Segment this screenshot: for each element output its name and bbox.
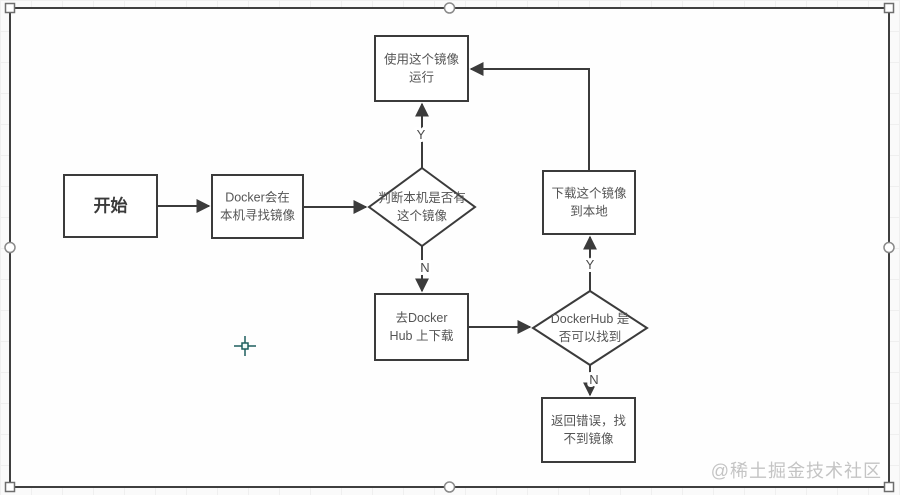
selection-midpoint-handle[interactable] [883, 241, 895, 254]
node-label-run-image: 使用这个镜像 [384, 51, 460, 66]
edge-download-to-run[interactable] [469, 62, 590, 171]
node-label-local-search: 本机寻找镜像 [220, 208, 296, 223]
node-shape-run-image[interactable] [374, 35, 469, 102]
node-start[interactable]: 开始 [63, 174, 158, 238]
node-label-download-image: 到本地 [570, 205, 608, 219]
node-shape-hub-found-decision[interactable] [531, 289, 649, 367]
selection-midpoint-handle[interactable] [4, 241, 16, 254]
edge-label-decision2-no-to-error: N [589, 372, 598, 387]
node-label-has-image-decision: 判断本机是否有 [378, 190, 466, 205]
selection-midpoint-handle[interactable] [443, 2, 456, 14]
edge-label-decision-yes-to-run: Y [417, 127, 426, 142]
node-shape-local-search[interactable] [211, 174, 304, 239]
selection-midpoint-handle[interactable] [443, 481, 456, 493]
node-label-run-image: 运行 [409, 71, 434, 85]
node-label-has-image-decision: 这个镜像 [397, 208, 448, 223]
node-label-start: 开始 [94, 196, 128, 216]
crosshair-cursor-icon [234, 336, 256, 356]
node-label-error: 返回错误，找 [551, 414, 627, 428]
selection-corner-handle[interactable] [4, 481, 16, 493]
node-label-download-image: 下载这个镜像 [551, 185, 627, 200]
edge-label-decision-no-to-hub: N [420, 260, 429, 275]
selection-corner-handle[interactable] [883, 481, 895, 493]
edge-line-download-to-run[interactable] [469, 62, 590, 171]
edge-label-decision2-yes-to-download: Y [586, 257, 595, 272]
selection-corner-handle[interactable] [883, 2, 895, 14]
node-shape-has-image-decision[interactable] [367, 166, 477, 248]
selection-corner-handle[interactable] [4, 2, 16, 14]
node-label-hub-found-decision: 否可以找到 [559, 330, 622, 344]
node-shape-download-image[interactable] [542, 170, 636, 235]
node-shape-error[interactable] [541, 397, 636, 463]
node-shape-hub-download[interactable] [374, 293, 469, 361]
node-label-error: 不到镜像 [563, 431, 614, 446]
watermark-text: @稀土掘金技术社区 [710, 461, 882, 481]
node-label-hub-download: Hub 上下载 [390, 329, 454, 343]
node-label-local-search: Docker会在 [225, 190, 290, 204]
node-label-hub-found-decision: DockerHub 是 [551, 312, 630, 326]
node-shape-start[interactable] [63, 174, 158, 238]
node-label-hub-download: 去Docker [395, 311, 447, 325]
